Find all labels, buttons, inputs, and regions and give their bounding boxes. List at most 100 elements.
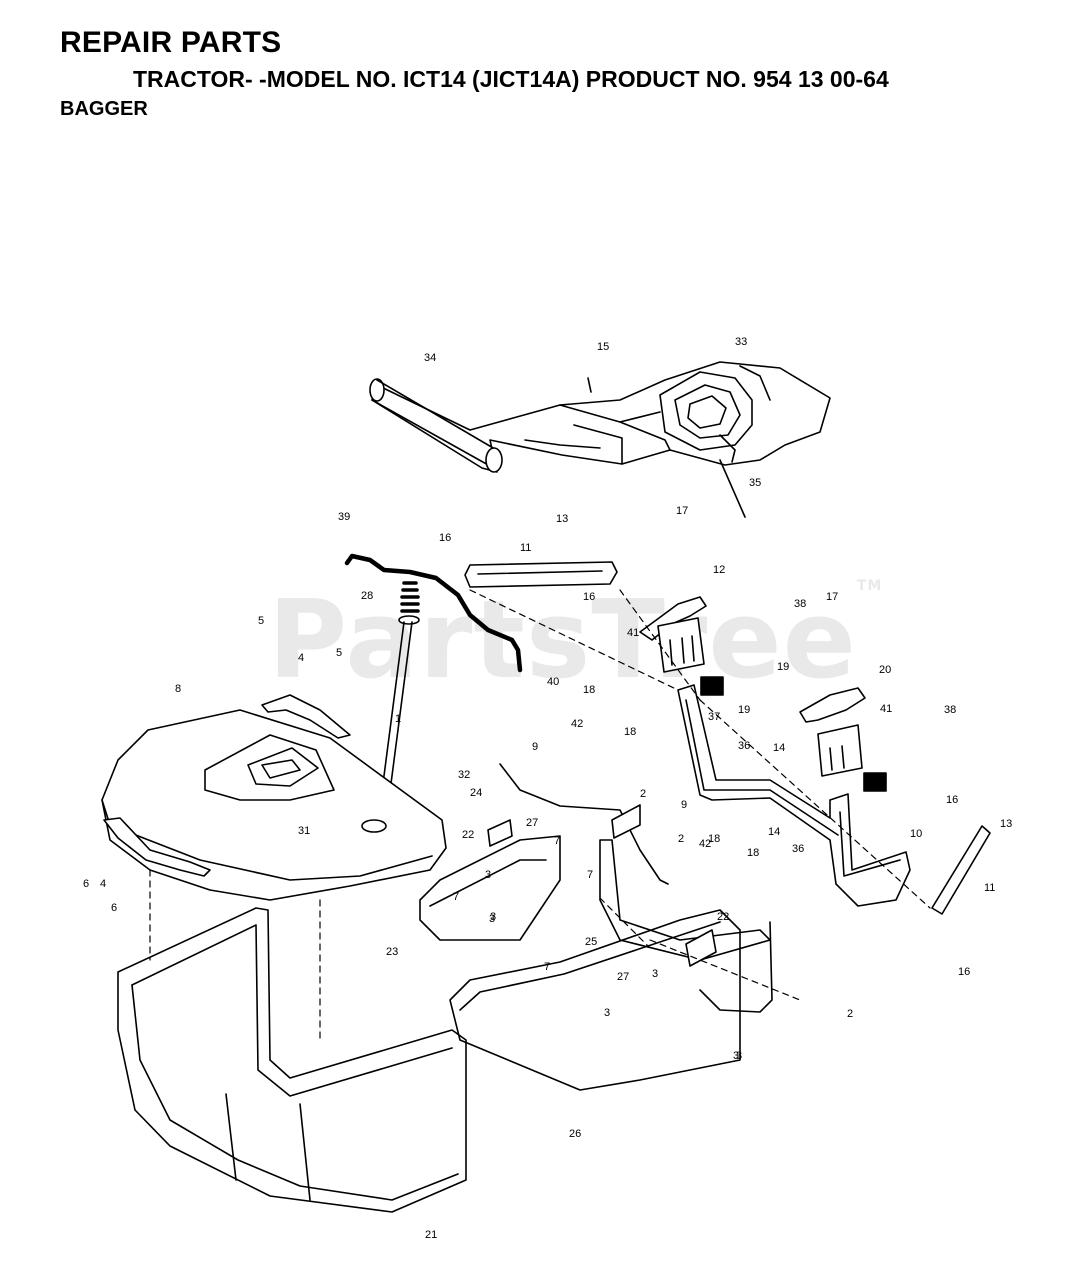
callout: 11 (984, 882, 995, 894)
callout: 14 (773, 742, 785, 754)
callout: 3 (652, 968, 658, 980)
callout: 17 (676, 505, 688, 517)
callout: 5 (258, 615, 264, 627)
callout: 33 (735, 336, 747, 348)
callout: 2 (678, 833, 684, 845)
part-frame-14 (677, 684, 911, 907)
callout: 23 (386, 946, 398, 958)
callout: 9 (532, 741, 538, 753)
callout: 2 (847, 1008, 853, 1020)
part-bracket-11-top (464, 561, 618, 588)
callout: 36 (792, 843, 804, 855)
callout: 36 (738, 740, 750, 752)
callout: 10 (910, 828, 922, 840)
part-chute-assembly (369, 361, 831, 473)
callout: 3 (489, 913, 495, 925)
parts-tree-watermark: PartsTreeTM (268, 578, 882, 703)
part-rod-24 (499, 763, 669, 885)
callout: 26 (569, 1128, 581, 1140)
callout: 7 (453, 891, 459, 903)
callout: 7 (554, 835, 560, 847)
callout: 3 (736, 1050, 742, 1062)
callout: 2 (640, 788, 646, 800)
alignment-lines (149, 589, 931, 1041)
callout: 22 (462, 829, 474, 841)
callout: 41 (627, 627, 639, 639)
callout: 4 (298, 652, 304, 664)
callout: 13 (1000, 818, 1012, 830)
callout: 14 (768, 826, 780, 838)
callout: 40 (547, 676, 559, 688)
callout: 3 (485, 869, 491, 881)
callout: 18 (583, 684, 595, 696)
callout: 35 (749, 477, 761, 489)
callout: 7 (587, 869, 593, 881)
callout: 16 (439, 532, 451, 544)
section-label: BAGGER (60, 98, 148, 120)
callout: 6 (111, 902, 117, 914)
part-lift-rod-39 (344, 553, 523, 673)
part-frame-23 (419, 835, 561, 941)
page-title: REPAIR PARTS (60, 26, 282, 59)
callout: 9 (681, 799, 687, 811)
part-bracket-41-left (657, 617, 705, 673)
callout: 32 (458, 769, 470, 781)
callout: 12 (713, 564, 725, 576)
callout: 13 (556, 513, 568, 525)
callout: 20 (879, 664, 891, 676)
part-handle-4-top (261, 694, 351, 739)
callout: 25 (585, 936, 597, 948)
callout: 7 (544, 961, 550, 973)
watermark-text: PartsTree (268, 578, 857, 703)
callout: 11 (520, 542, 531, 554)
part-handle-4-left (103, 817, 211, 877)
callout: 24 (470, 787, 482, 799)
callout: 41 (880, 703, 892, 715)
part-bracket-2 (611, 804, 641, 839)
part-block-37-left (700, 676, 724, 696)
part-pin-35 (719, 459, 746, 518)
callout: 37 (708, 711, 720, 723)
callout: 3 (604, 1007, 610, 1019)
part-screw-15 (587, 377, 592, 393)
part-latch-20 (799, 687, 866, 723)
callout: 19 (738, 704, 750, 716)
callout: 39 (338, 511, 350, 523)
part-bag-21 (117, 907, 467, 1213)
callout: 18 (624, 726, 636, 738)
callout: 38 (794, 598, 806, 610)
callout: 8 (175, 683, 181, 695)
callout: 4 (100, 878, 106, 890)
callout: 18 (747, 847, 759, 859)
callout: 21 (425, 1229, 437, 1241)
callout: 1 (395, 713, 401, 725)
watermark-trademark: TM (856, 578, 883, 594)
callout: 16 (946, 794, 958, 806)
part-bracket-11-right (931, 825, 991, 915)
callout: 31 (298, 825, 310, 837)
callout: 17 (826, 591, 838, 603)
callout: 42 (699, 838, 711, 850)
callout: 19 (777, 661, 789, 673)
callout: 37 (875, 776, 887, 788)
model-subtitle: TRACTOR- -MODEL NO. ICT14 (JICT14A) PROD… (133, 66, 889, 92)
callout: 6 (83, 878, 89, 890)
callout: 3 (490, 911, 496, 923)
part-block-37-right (863, 772, 887, 792)
callout: 22 (717, 911, 729, 923)
callout: 5 (336, 647, 342, 659)
callout: 16 (958, 966, 970, 978)
callout: 15 (597, 341, 609, 353)
part-cover-8 (101, 709, 447, 901)
callout: 27 (526, 817, 538, 829)
callout: 3 (733, 1050, 739, 1062)
part-latch-12 (639, 596, 707, 641)
part-bracket-41-right (817, 724, 863, 777)
callout: 42 (571, 718, 583, 730)
callout-labels: 34 15 33 35 17 13 39 16 11 12 16 28 38 4… (83, 336, 1012, 1241)
part-frame-26 (449, 909, 741, 1091)
callout: 18 (708, 833, 720, 845)
part-plate-22-left (487, 819, 513, 847)
callout: 28 (361, 590, 373, 602)
